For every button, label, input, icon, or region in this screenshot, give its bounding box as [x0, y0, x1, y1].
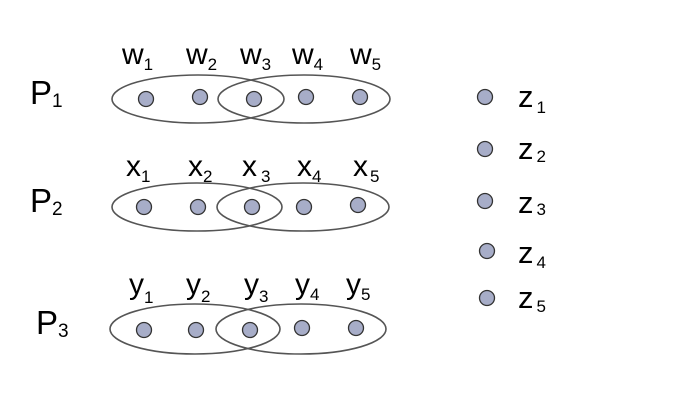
group-ellipse-left	[109, 303, 281, 355]
group-ellipse-right	[217, 74, 391, 124]
node-label-w3: w3	[239, 38, 271, 74]
row-3: P3 y1 y2 y3 y4 y5	[36, 268, 387, 355]
node-y2	[187, 321, 205, 339]
node-z5	[478, 289, 496, 307]
group-ellipse-left	[111, 182, 283, 232]
node-label-w4: w4	[291, 38, 323, 74]
row-label-1: P1	[30, 74, 63, 112]
node-y3	[241, 321, 259, 339]
node-z2	[476, 140, 494, 158]
node-label-y2: y2	[186, 268, 210, 306]
node-w1	[137, 90, 155, 108]
node-y5	[347, 319, 365, 337]
node-y1	[135, 321, 153, 339]
node-x2	[189, 198, 207, 216]
node-label-y5: y5	[346, 268, 370, 304]
node-label-w2: w2	[185, 38, 217, 74]
node-x3	[243, 198, 261, 216]
node-label-y4: y4	[295, 268, 319, 304]
node-z4	[478, 242, 496, 260]
node-x4	[295, 198, 313, 216]
node-z1	[476, 88, 494, 106]
group-ellipse-right	[216, 182, 390, 232]
node-z3	[476, 192, 494, 210]
node-label-w1: w1	[121, 38, 153, 74]
node-x5	[349, 196, 367, 214]
node-x1	[135, 198, 153, 216]
node-label-x2: x2	[188, 150, 212, 186]
node-w4	[297, 88, 315, 106]
node-w3	[245, 90, 263, 108]
node-label-y3: y3	[244, 268, 268, 306]
row-1: P1 w1 w2 w3 w4 w5	[30, 38, 391, 124]
node-label-y1: y1	[129, 268, 153, 307]
group-ellipse-left	[111, 74, 285, 124]
node-w5	[351, 88, 369, 106]
node-label-x4: x4	[297, 150, 321, 186]
group-ellipse-right	[215, 303, 387, 355]
row-label-2: P2	[30, 182, 63, 220]
node-label-x1: x1	[126, 150, 150, 186]
node-label-w5: w5	[349, 38, 381, 74]
node-y4	[293, 319, 311, 337]
node-w2	[191, 88, 209, 106]
row-label-3: P3	[36, 304, 69, 342]
